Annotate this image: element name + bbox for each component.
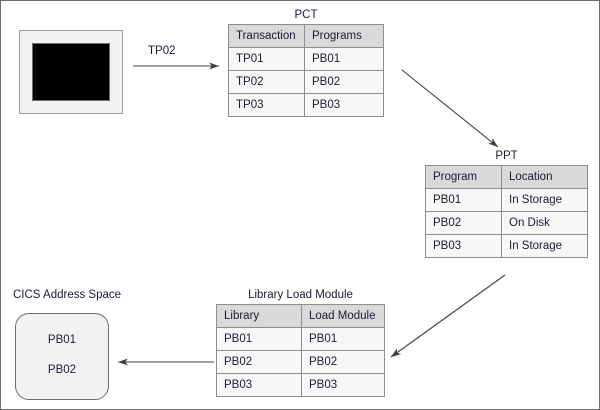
table-row: PB03 In Storage — [425, 234, 588, 258]
ppt-col-program: Program — [425, 165, 502, 189]
ppt-cell-program: PB02 — [425, 211, 502, 235]
pct-cell-transaction: TP01 — [228, 47, 305, 71]
ppt-cell-location: In Storage — [501, 188, 588, 212]
pct-table-group: PCT Transaction Programs TP01 PB01 TP02 … — [228, 9, 384, 117]
table-header-row: Library Load Module — [216, 304, 385, 328]
table-row: PB01 PB01 — [216, 327, 385, 351]
pct-col-programs: Programs — [304, 24, 384, 48]
library-table: Library Load Module PB01 PB01 PB02 PB02 … — [216, 304, 385, 397]
pct-cell-program: PB01 — [304, 47, 384, 71]
library-col-library: Library — [216, 304, 302, 328]
ppt-cell-program: PB01 — [425, 188, 502, 212]
ppt-cell-location: In Storage — [501, 234, 588, 258]
table-row: PB01 In Storage — [425, 188, 588, 212]
table-row: PB02 On Disk — [425, 211, 588, 235]
arrow-ppt-to-library — [390, 274, 506, 358]
table-row: TP01 PB01 — [228, 47, 384, 71]
library-cell-library: PB03 — [216, 373, 302, 397]
cics-address-space-box: PB01 PB02 — [15, 313, 109, 400]
cics-address-space-label: CICS Address Space — [13, 289, 122, 301]
table-header-row: Transaction Programs — [228, 24, 384, 48]
pct-cell-program: PB02 — [304, 70, 384, 94]
table-header-row: Program Location — [425, 165, 588, 189]
library-cell-library: PB02 — [216, 350, 302, 374]
table-row: TP02 PB02 — [228, 70, 384, 94]
terminal-icon — [19, 30, 123, 114]
arrow-pct-to-ppt — [401, 69, 499, 148]
pct-title: PCT — [294, 9, 318, 21]
library-col-load-module: Load Module — [301, 304, 385, 328]
table-row: PB03 PB03 — [216, 373, 385, 397]
ppt-table: Program Location PB01 In Storage PB02 On… — [425, 165, 588, 258]
library-title: Library Load Module — [248, 289, 353, 301]
ppt-cell-location: On Disk — [501, 211, 588, 235]
terminal-screen — [32, 43, 110, 101]
pct-table: Transaction Programs TP01 PB01 TP02 PB02… — [228, 24, 384, 117]
library-cell-load-module: PB02 — [301, 350, 385, 374]
cics-entry-pb02: PB02 — [47, 364, 77, 376]
table-row: PB02 PB02 — [216, 350, 385, 374]
pct-col-transaction: Transaction — [228, 24, 305, 48]
ppt-col-location: Location — [501, 165, 588, 189]
library-cell-library: PB01 — [216, 327, 302, 351]
arrow-label-tp02: TP02 — [148, 45, 176, 57]
library-cell-load-module: PB03 — [301, 373, 385, 397]
pct-cell-program: PB03 — [304, 93, 384, 117]
library-table-group: Library Load Module Library Load Module … — [216, 289, 385, 397]
ppt-table-group: PPT Program Location PB01 In Storage PB0… — [425, 150, 588, 258]
table-row: TP03 PB03 — [228, 93, 384, 117]
library-cell-load-module: PB01 — [301, 327, 385, 351]
ppt-title: PPT — [495, 150, 518, 162]
pct-cell-transaction: TP03 — [228, 93, 305, 117]
ppt-cell-program: PB03 — [425, 234, 502, 258]
cics-entry-pb01: PB01 — [47, 334, 77, 346]
pct-cell-transaction: TP02 — [228, 70, 305, 94]
